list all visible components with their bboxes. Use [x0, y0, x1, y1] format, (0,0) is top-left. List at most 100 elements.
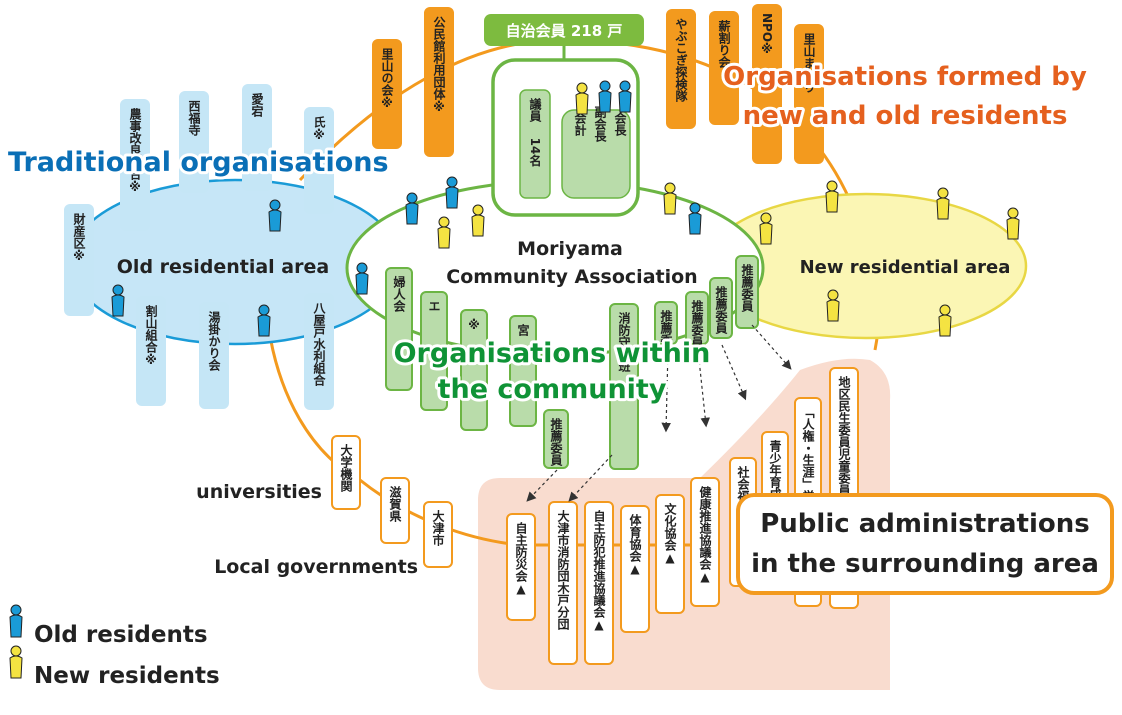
public-org-4-box — [655, 494, 685, 614]
community-org-6-box — [654, 301, 678, 345]
community-org-3-box — [509, 315, 537, 427]
traditional-org-3-label: 愛宕 — [250, 92, 264, 118]
traditional-org-6-label: 湯掛かり会 — [207, 310, 221, 372]
old-resident-icon — [257, 304, 271, 337]
top-badge-box — [484, 14, 644, 46]
new-old-org-4-box — [752, 4, 782, 164]
new-old-heading-1: Organisations formed by — [723, 62, 1087, 92]
accounting-label: 会計 — [573, 111, 587, 137]
new-old-org-5-label: 里山まつり — [802, 32, 816, 93]
traditional-org-0-label: 財産区※ — [72, 212, 86, 263]
community-org-8-box — [709, 277, 733, 339]
public-org-8-label: 「人権・生涯」学習 — [801, 406, 815, 515]
university-org-0-box — [331, 435, 361, 510]
traditional-org-0-box — [64, 204, 94, 316]
public-org-0-box — [506, 513, 536, 621]
new-old-org-1-box — [424, 7, 454, 157]
chair-label: 会長 — [613, 111, 627, 137]
public-org-2-box — [584, 501, 614, 665]
new-old-org-0-box — [372, 39, 402, 149]
old-resident-icon — [355, 262, 369, 295]
public-heading-1: Public administrations — [760, 509, 1090, 539]
community-org-3-label: 宮 — [516, 323, 530, 336]
new-old-org-1-label: 公民館利用団体※ — [432, 16, 446, 114]
members-label-a: 議員 — [528, 97, 542, 123]
community-org-2-box — [460, 309, 488, 431]
legend-old-icon — [9, 604, 23, 638]
legend: Old residents New residents — [9, 604, 220, 689]
new-resident-icon — [663, 182, 677, 215]
within-heading-2: the community — [438, 374, 667, 405]
public-org-3-label: 体育協会▲ — [628, 513, 642, 576]
government-org-1-box — [423, 501, 453, 568]
new-old-org-3-label: 薪割り会 — [717, 19, 731, 69]
traditional-org-7-label: 八屋戸水利組合 — [312, 302, 326, 387]
new-old-org-5-box — [794, 24, 824, 164]
new-resident-icon — [471, 204, 485, 237]
community-org-7-box — [685, 291, 709, 345]
officers-box — [561, 109, 631, 199]
new-resident-icon — [759, 212, 773, 245]
traditional-org-4-label: 氏※ — [312, 115, 326, 142]
traditional-org-4-box — [304, 107, 334, 214]
center-label-1: Moriyama — [517, 238, 623, 260]
new-area-label: New residential area — [800, 257, 1011, 278]
legend-new-icon — [9, 645, 23, 679]
vice-chair-label: 副会長 — [593, 105, 607, 143]
public-org-5-box — [690, 477, 720, 607]
public-org-0-label: 自主防災会▲ — [514, 521, 528, 596]
people — [111, 80, 1020, 337]
traditional-org-3-box — [242, 84, 272, 191]
old-resident-icon — [405, 192, 419, 225]
public-org-1-box — [548, 501, 578, 665]
old-resident-icon — [268, 199, 282, 232]
public-heading-box — [736, 493, 1114, 595]
universities-orgs: 大学機関 — [331, 435, 361, 510]
new-resident-icon — [938, 304, 952, 337]
old-area-label: Old residential area — [117, 256, 329, 278]
public-org-2-label: 自主防犯推進協議会▲ — [592, 509, 606, 632]
new-resident-icon — [575, 82, 589, 115]
new-resident-icon — [437, 216, 451, 249]
traditional-org-1-box — [120, 99, 150, 231]
traditional-org-5-label: 割山組合※ — [144, 304, 158, 367]
community-org-9-box — [735, 255, 759, 329]
new-resident-icon — [825, 180, 839, 213]
government-org-1-label: 大津市 — [431, 509, 445, 547]
new-old-org-3-box — [709, 11, 739, 125]
public-org-7-label: 青少年育成 — [768, 439, 782, 501]
community-org-8-label: 推薦委員 — [714, 285, 728, 335]
community-org-6-label: 推薦委員 — [659, 309, 673, 359]
community-org-5-label: 推薦委員 — [549, 417, 563, 467]
new-resident-icon — [936, 187, 950, 220]
old-resident-icon — [445, 176, 459, 209]
universities-label: universities — [196, 481, 322, 503]
new-old-org-4-label: NPO※ — [760, 13, 774, 56]
traditional-org-2-box — [179, 91, 209, 193]
community-org-4-box — [609, 303, 639, 470]
community-org-0-label: 婦人会 — [392, 275, 406, 313]
new-resident-icon — [826, 289, 840, 322]
traditional-org-1-label: 農事改良組合※ — [128, 107, 142, 194]
public-org-5-label: 健康推進協議会▲ — [698, 485, 712, 584]
community-orgs: 婦人会エ※宮消防守山班推薦委員推薦委員推薦委員推薦委員推薦委員 — [385, 255, 759, 470]
public-org-1-label: 大津市消防団木戸分団 — [556, 509, 570, 631]
public-org-4-label: 文化協会▲ — [663, 502, 677, 565]
community-org-0-box — [385, 267, 413, 391]
top-badge-text: 自治会員 218 戸 — [506, 22, 623, 40]
community-org-2-label: ※ — [467, 318, 481, 332]
traditional-org-2-label: 西福寺 — [187, 100, 201, 137]
members-label-b: 14名 — [528, 138, 542, 167]
local-governments-label: Local governments — [214, 556, 418, 578]
traditional-org-5-box — [136, 296, 166, 406]
university-org-0-label: 大学機関 — [339, 443, 353, 493]
public-org-3-box — [620, 505, 650, 633]
old-resident-icon — [598, 80, 612, 113]
traditional-org-6-box — [199, 302, 229, 409]
new-old-org-2-box — [666, 9, 696, 129]
community-org-9-label: 推薦委員 — [740, 263, 754, 313]
